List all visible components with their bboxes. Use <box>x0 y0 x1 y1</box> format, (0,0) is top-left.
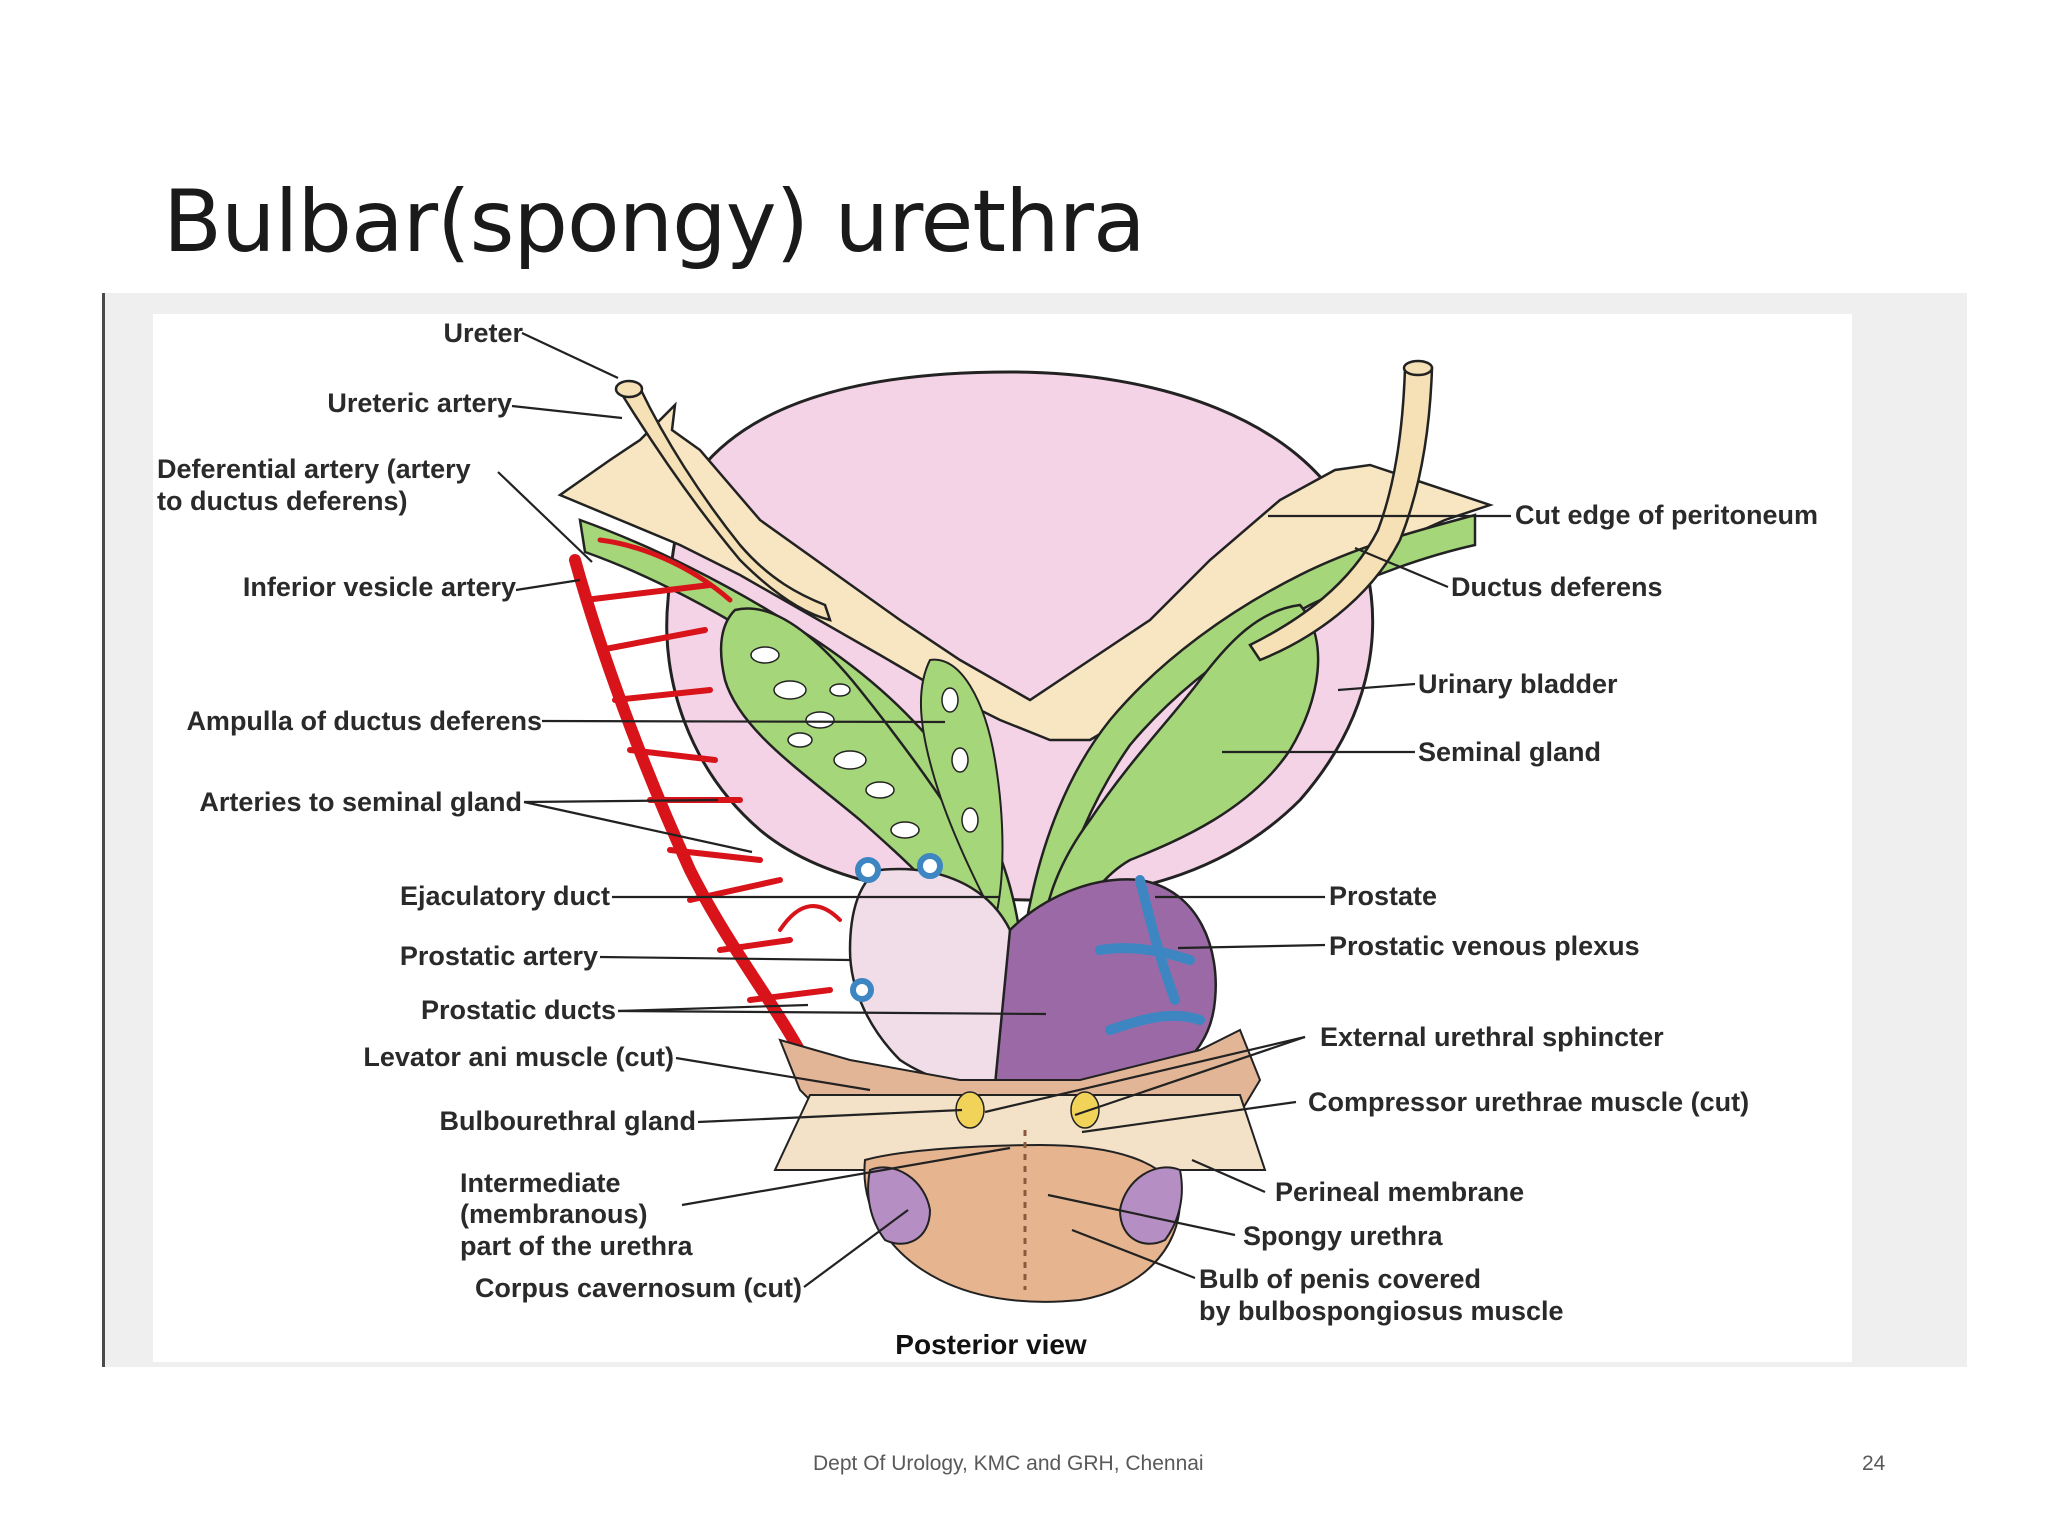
prostate-left <box>848 867 1016 1092</box>
label-prostate: Prostate <box>1329 881 1437 911</box>
label-external-urethral-sphincter: External urethral sphincter <box>1320 1022 1664 1052</box>
venous-plexus <box>1095 875 1205 1035</box>
corpus-cavernosum-left <box>867 1166 932 1245</box>
label-prostatic-artery: Prostatic artery <box>400 941 598 971</box>
label-ureter: Ureter <box>443 318 523 348</box>
leader-lines-left <box>497 332 1047 1288</box>
venous-rings <box>850 853 943 1002</box>
label-deferential-artery-line2: to ductus deferens) <box>157 486 408 516</box>
bulbourethral-gland-right <box>1070 1091 1100 1129</box>
diagram-caption: Posterior view <box>895 1329 1087 1360</box>
ureter-right <box>1248 366 1434 662</box>
label-intermediate-line2: (membranous) <box>460 1199 648 1229</box>
label-prostatic-ducts: Prostatic ducts <box>421 995 616 1025</box>
label-corpus-cavernosum: Corpus cavernosum (cut) <box>475 1273 802 1303</box>
label-bulb-of-penis-line1: Bulb of penis covered <box>1199 1264 1481 1294</box>
label-spongy-urethra: Spongy urethra <box>1243 1221 1444 1251</box>
label-prostatic-venous-plexus: Prostatic venous plexus <box>1329 931 1640 961</box>
label-ductus-deferens: Ductus deferens <box>1451 572 1663 602</box>
label-ejaculatory-duct: Ejaculatory duct <box>400 881 610 911</box>
slide-title: Bulbar(spongy) urethra <box>163 172 1146 272</box>
label-seminal-gland: Seminal gland <box>1418 737 1601 767</box>
corpus-cavernosum-right <box>1118 1166 1183 1245</box>
label-compressor-urethrae: Compressor urethrae muscle (cut) <box>1308 1087 1749 1117</box>
label-cut-edge-peritoneum: Cut edge of peritoneum <box>1515 500 1818 530</box>
label-perineal-membrane: Perineal membrane <box>1275 1177 1524 1207</box>
bulb-of-penis <box>863 1143 1182 1303</box>
label-inferior-vesicle-artery: Inferior vesicle artery <box>243 572 516 602</box>
label-bulb-of-penis-line2: by bulbospongiosus muscle <box>1199 1296 1564 1326</box>
ureter-left <box>615 386 832 622</box>
label-arteries-seminal: Arteries to seminal gland <box>199 787 522 817</box>
leader-lines-right <box>984 514 1511 1280</box>
ureter-right-opening <box>1402 359 1434 377</box>
gland-lobules <box>750 646 979 839</box>
label-deferential-artery-line1: Deferential artery (artery <box>157 454 471 484</box>
label-urinary-bladder: Urinary bladder <box>1418 669 1618 699</box>
slide-footer: Dept Of Urology, KMC and GRH, Chennai <box>813 1452 1204 1475</box>
label-intermediate-line3: part of the urethra <box>460 1231 694 1261</box>
label-bulbourethral-gland: Bulbourethral gland <box>440 1106 697 1136</box>
ureter-left-opening <box>614 379 644 399</box>
label-ureteric-artery: Ureteric artery <box>327 388 512 418</box>
label-ampulla: Ampulla of ductus deferens <box>186 706 542 736</box>
label-levator-ani: Levator ani muscle (cut) <box>363 1042 674 1072</box>
page-number: 24 <box>1862 1452 1886 1475</box>
label-intermediate-line1: Intermediate <box>460 1168 621 1198</box>
